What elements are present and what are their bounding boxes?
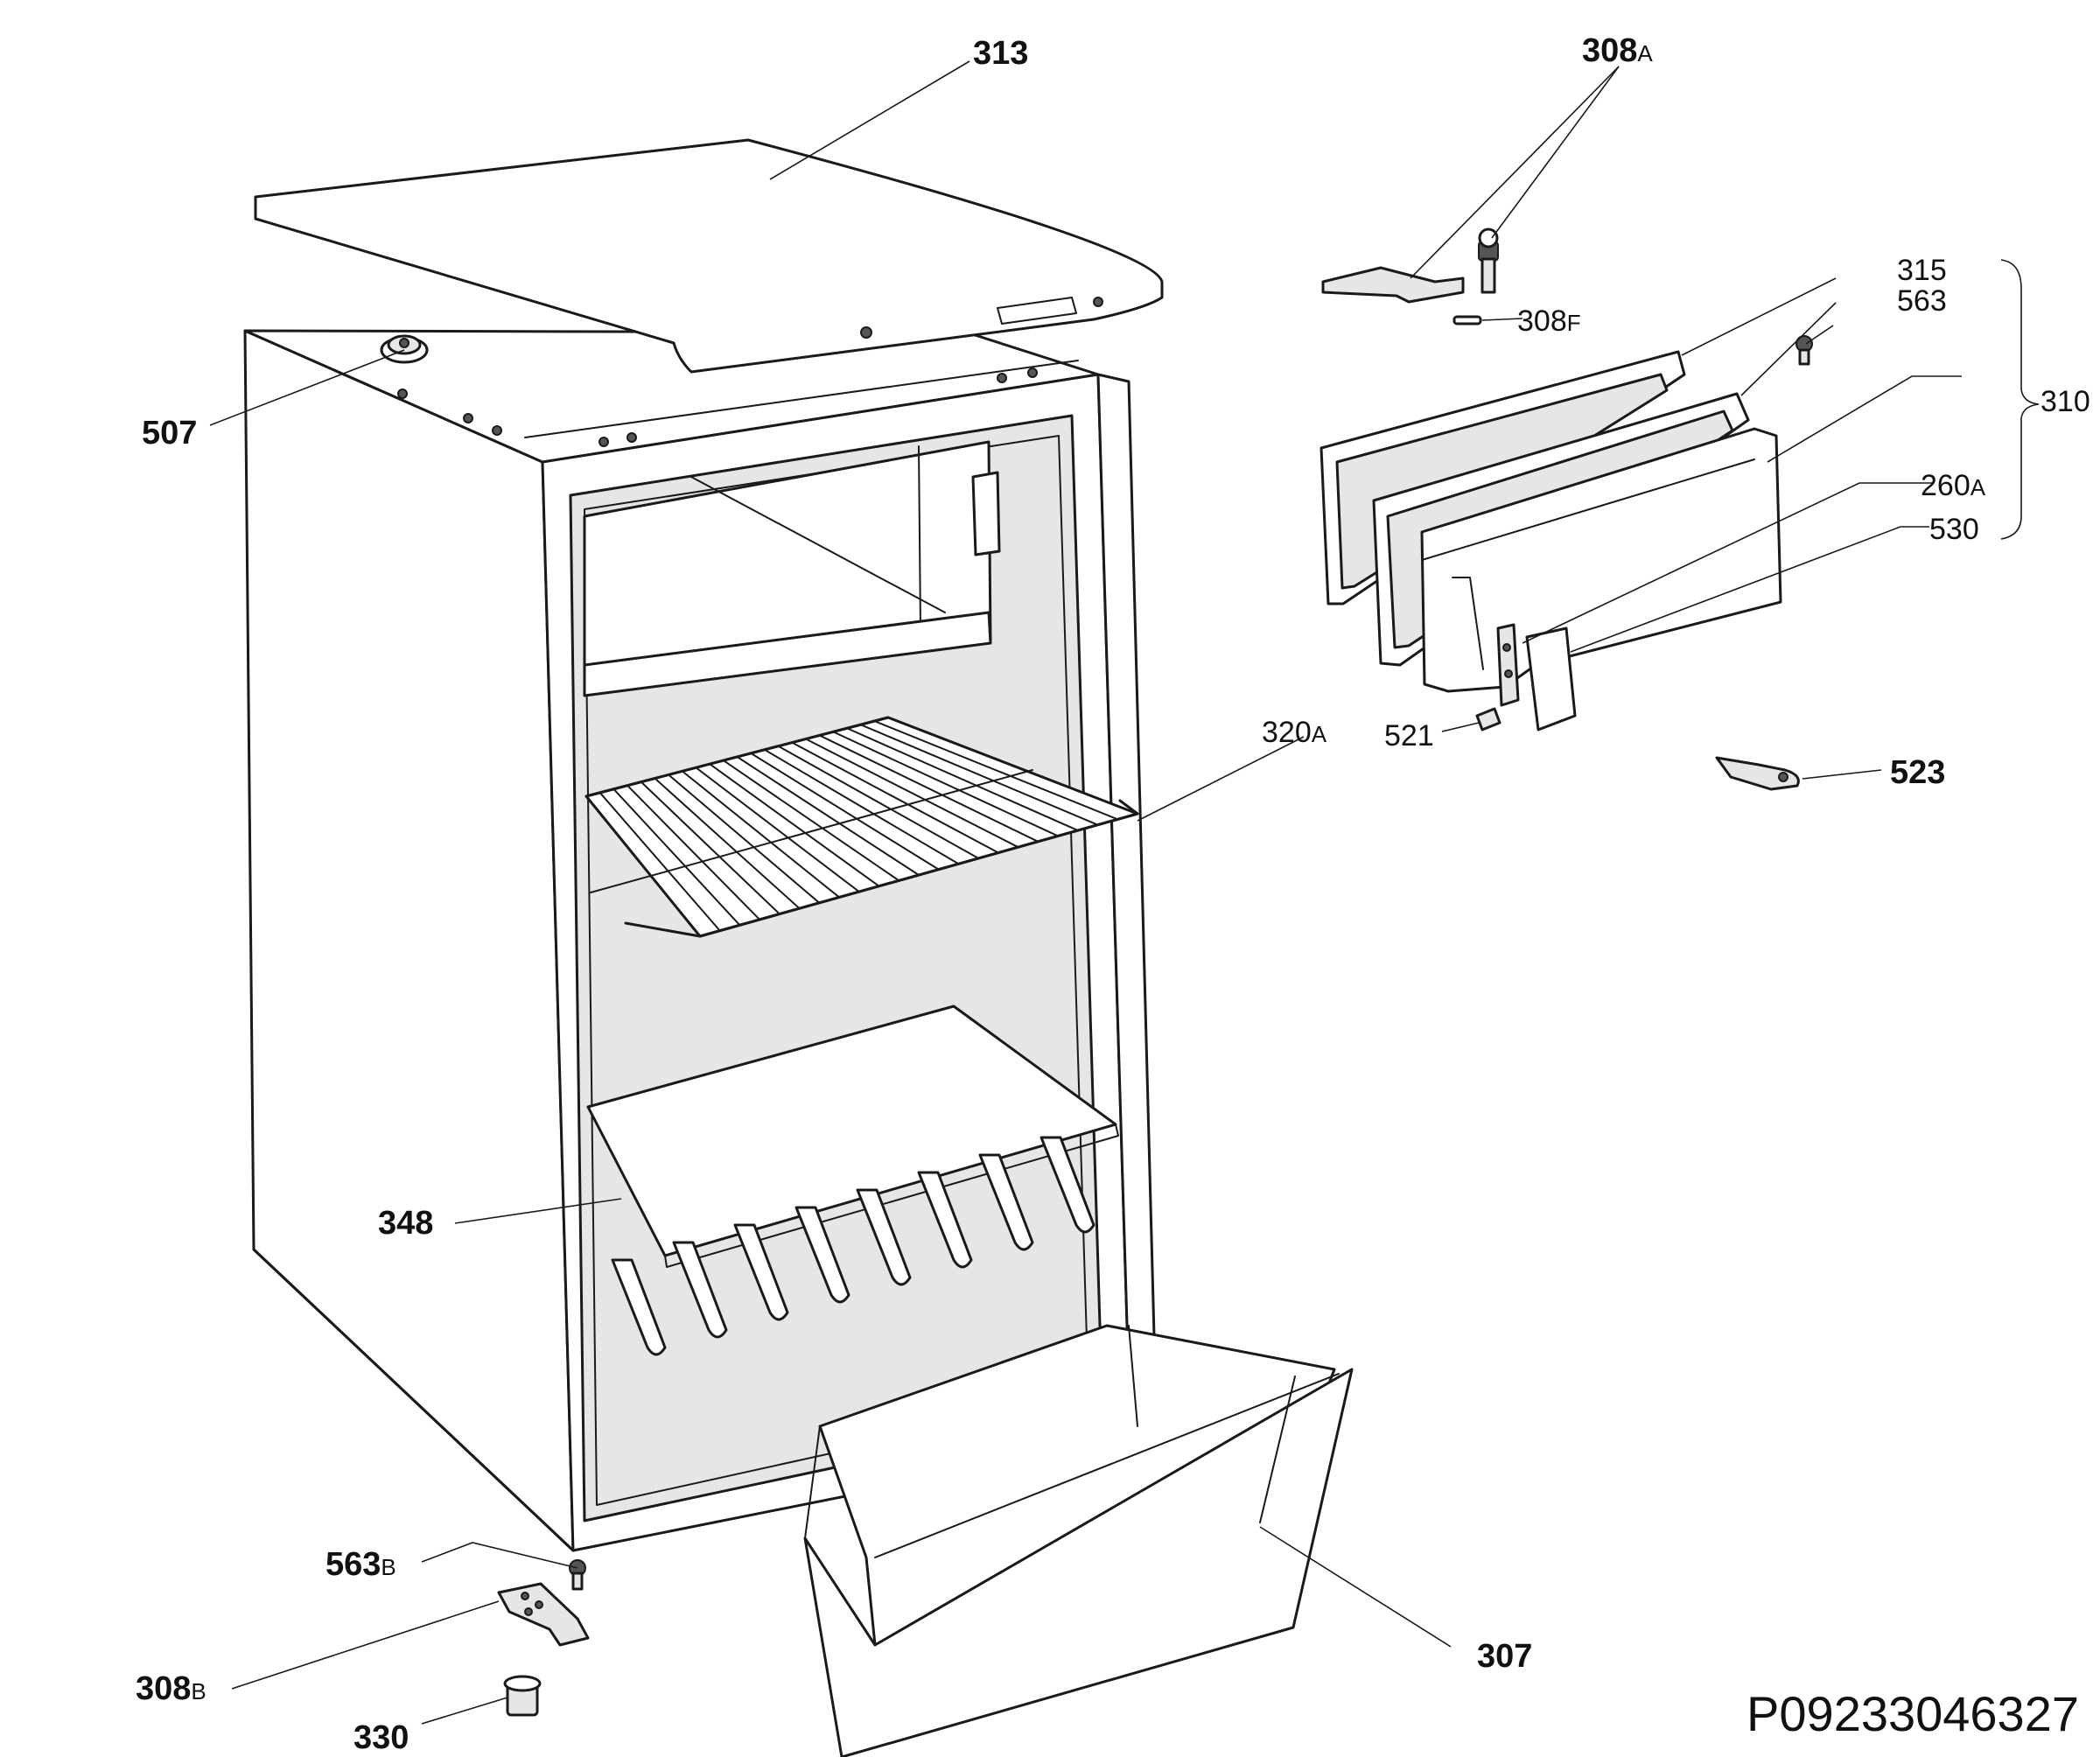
shelf-wire bbox=[585, 795, 701, 937]
shelf-wire bbox=[859, 724, 1099, 826]
door-handle-530 bbox=[1525, 626, 1577, 732]
shelf-wire bbox=[695, 766, 860, 893]
handle-bracket-260a bbox=[1496, 623, 1520, 707]
shelf-wire bbox=[887, 717, 1138, 815]
label-521: 521 bbox=[1384, 719, 1434, 752]
label-563b: 563B bbox=[326, 1546, 396, 1583]
evaporator-rib bbox=[794, 1206, 850, 1304]
label-308f: 308F bbox=[1517, 304, 1581, 338]
shelf-wire bbox=[750, 752, 940, 871]
wire-shelf bbox=[584, 716, 1139, 938]
label-313: 313 bbox=[973, 35, 1028, 72]
bottom-ribs bbox=[611, 1136, 1096, 1356]
cap-521 bbox=[1475, 707, 1502, 732]
shelf-wire bbox=[668, 774, 821, 904]
evaporator-rib bbox=[733, 1223, 789, 1321]
shelf-wire bbox=[640, 780, 780, 915]
shelf-wire bbox=[626, 784, 761, 920]
glass-shelf bbox=[586, 1004, 1119, 1268]
label-308a: 308A bbox=[1582, 32, 1653, 69]
label-310: 310 bbox=[2040, 385, 2090, 418]
shelf-wire bbox=[722, 760, 900, 882]
hinge-308b bbox=[497, 1582, 590, 1647]
screw-563 bbox=[1796, 335, 1813, 366]
shelf-wire bbox=[845, 727, 1079, 832]
evaporator-rib bbox=[672, 1241, 728, 1339]
part-labels: 313 308A 308F 315 563 310 260A 530 507 3… bbox=[136, 32, 2090, 1756]
shelf-wire bbox=[873, 720, 1119, 821]
storage-bin-307 bbox=[803, 1324, 1354, 1757]
shelf-wire bbox=[612, 788, 741, 927]
evaporator-rib bbox=[1040, 1136, 1096, 1234]
shelf-wire bbox=[736, 756, 920, 876]
evaporator-rib bbox=[978, 1153, 1034, 1251]
freezer-compartment bbox=[583, 440, 1001, 697]
door-stop-523 bbox=[1715, 756, 1800, 791]
diagram-code: P09233046327 bbox=[1746, 1686, 2079, 1741]
label-320a: 320A bbox=[1262, 716, 1327, 749]
label-307: 307 bbox=[1477, 1638, 1532, 1675]
label-530: 530 bbox=[1929, 513, 1979, 546]
shelf-wire bbox=[818, 734, 1040, 843]
evaporator-rib bbox=[917, 1171, 973, 1269]
label-308b: 308B bbox=[136, 1670, 206, 1707]
shelf-wire bbox=[681, 770, 841, 899]
label-348: 348 bbox=[378, 1205, 433, 1242]
evaporator-rib bbox=[611, 1258, 667, 1356]
pin-308f bbox=[1452, 315, 1482, 326]
shelf-wire bbox=[832, 731, 1060, 837]
label-523: 523 bbox=[1890, 754, 1945, 791]
screw-563b bbox=[569, 1559, 586, 1591]
shelf-wire bbox=[763, 748, 960, 865]
label-315: 315 bbox=[1897, 254, 1947, 287]
evaporator-rib bbox=[856, 1188, 912, 1286]
label-330: 330 bbox=[354, 1719, 409, 1756]
shelf-wire bbox=[598, 791, 721, 932]
shelf-wire bbox=[777, 745, 980, 859]
label-507: 507 bbox=[142, 415, 197, 452]
shelf-wire bbox=[709, 763, 880, 887]
leader-lines bbox=[209, 60, 2040, 1725]
top-cover bbox=[254, 138, 1164, 374]
shelf-wire bbox=[654, 777, 801, 910]
foot-330 bbox=[503, 1675, 542, 1717]
knob-507 bbox=[380, 334, 429, 364]
label-563: 563 bbox=[1897, 284, 1947, 318]
shelf-wire bbox=[791, 741, 999, 854]
label-260a: 260A bbox=[1921, 469, 1986, 502]
hinge-308a bbox=[1321, 228, 1499, 304]
shelf-wire bbox=[804, 738, 1019, 849]
